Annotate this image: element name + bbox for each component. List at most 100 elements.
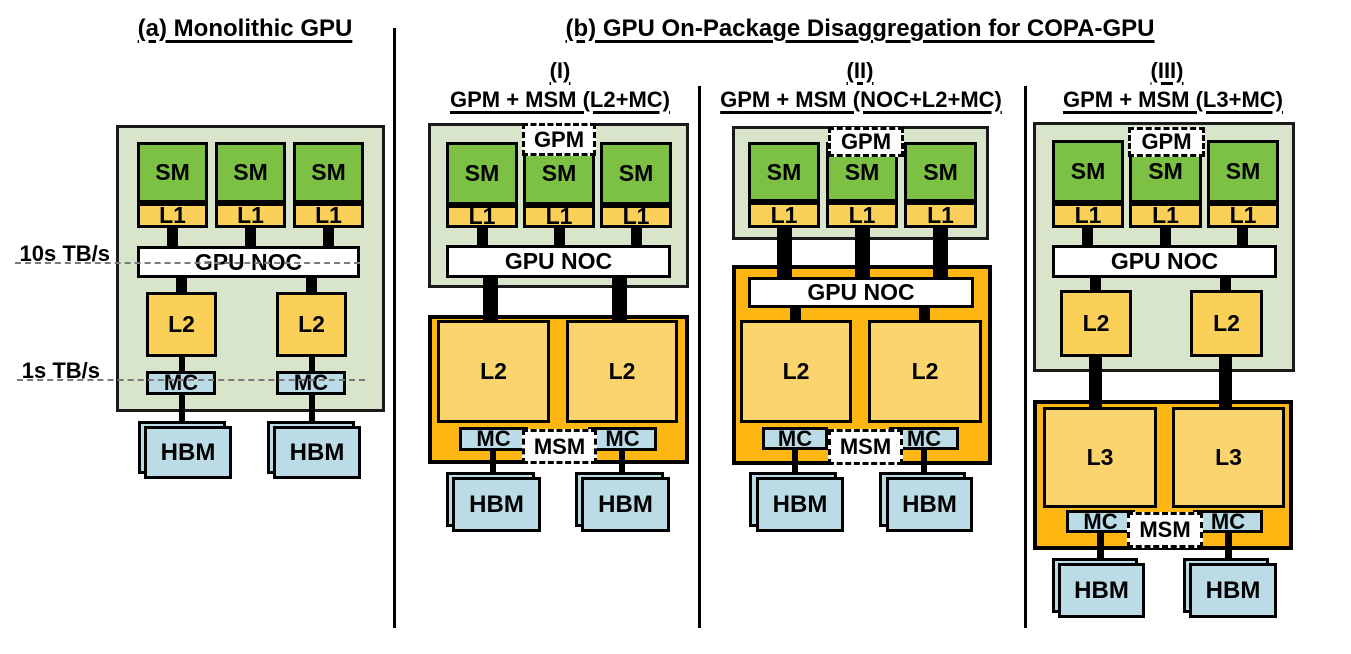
connector [245,228,256,246]
connector [1089,357,1102,407]
l1-cache-box: L1 [215,203,286,228]
mc-box: MC [1193,510,1263,533]
connector [554,228,565,245]
variant-1-numeral: (I) [549,58,571,83]
connector [323,228,334,246]
msm-tag: MSM [1127,512,1203,548]
connector [631,228,642,245]
l1-cache-box: L1 [523,205,595,228]
variant-2-numeral: (II) [846,58,874,83]
sm-box: SM [600,142,672,205]
connector [1219,357,1232,407]
divider-2-3 [1024,86,1027,628]
hbm-chip: HBM [756,477,844,532]
noc-bandwidth-label: 10s TB/s [19,241,111,266]
sm-box: SM [215,142,286,203]
msm-tag: MSM [522,429,597,464]
l2-cache-box: L2 [1190,290,1263,357]
connector [1160,228,1171,245]
mc-box: MC [762,427,828,450]
sm-box: SM [1052,140,1124,203]
connector [933,228,948,277]
variant-3-title: GPM + MSM (L3+MC) [1062,87,1283,112]
connector [1220,278,1231,290]
sm-box: SM [1207,140,1279,203]
mc-box: MC [146,371,216,395]
msm-tag: MSM [828,429,903,465]
connector [1237,228,1248,245]
divider-a-b [393,28,396,628]
l1-cache-box: L1 [1207,203,1279,228]
connector [309,357,315,371]
l3-cache-box: L3 [1043,407,1157,508]
connector [306,278,317,292]
l1-cache-box: L1 [137,203,208,228]
mc-box: MC [588,427,657,451]
connector [176,278,187,292]
gpm-tag: GPM [1128,127,1205,157]
connector [919,308,930,320]
gpm-tag: GPM [522,123,596,156]
l1-cache-box: L1 [293,203,364,228]
connector [855,228,870,277]
hbm-chip: HBM [452,477,541,532]
connector [490,451,496,477]
l1-cache-box: L1 [446,205,518,228]
hbm-chip: HBM [1189,563,1277,618]
sm-box: SM [293,142,364,203]
variant-1-title: GPM + MSM (L2+MC) [449,87,670,112]
gpu-noc-box: GPU NOC [1052,245,1277,278]
connector [1225,533,1232,563]
variant-2-title: GPM + MSM (NOC+L2+MC) [720,87,1002,112]
hbm-chip: HBM [144,426,232,479]
l1-cache-box: L1 [1052,203,1124,228]
connector [612,278,627,320]
panel-b-title: (b) GPU On-Package Disaggregation for CO… [565,15,1155,42]
connector [619,451,625,477]
l2-cache-box: L2 [437,320,550,423]
hbm-chip: HBM [581,477,670,532]
gpu-noc-box: GPU NOC [748,277,974,308]
divider-1-2 [698,86,701,628]
mc-box: MC [276,371,346,395]
connector [167,228,178,246]
l2-cache-box: L2 [276,292,347,357]
connector [483,278,498,320]
sm-box: SM [748,142,820,202]
sm-box: SM [137,142,208,203]
l2-cache-box: L2 [146,292,217,357]
hbm-chip: HBM [273,426,361,479]
gpm-tag: GPM [828,127,904,157]
mem-bandwidth-label: 1s TB/s [21,358,100,383]
l1-cache-box: L1 [904,202,977,228]
connector [179,357,185,371]
mc-box: MC [1066,510,1135,533]
connector [477,228,488,245]
connector [309,395,315,426]
l3-cache-box: L3 [1172,407,1285,508]
l2-cache-box: L2 [1060,290,1132,357]
gpu-noc-box: GPU NOC [446,245,671,278]
connector [1082,228,1093,245]
l2-cache-box: L2 [740,320,852,423]
connector [790,308,801,320]
sm-box: SM [446,142,518,205]
l1-cache-box: L1 [600,205,672,228]
mem-bandwidth-line [17,379,365,381]
mc-box: MC [459,427,528,451]
l2-cache-box: L2 [868,320,982,423]
mc-box: MC [889,427,959,450]
hbm-chip: HBM [886,477,973,532]
noc-bandwidth-line [15,262,360,264]
sm-box: SM [904,142,977,202]
l1-cache-box: L1 [826,202,898,228]
hbm-chip: HBM [1058,563,1145,618]
connector [1097,533,1104,563]
l2-cache-box: L2 [566,320,678,423]
panel-a-title: (a) Monolithic GPU [137,15,353,42]
l1-cache-box: L1 [1129,203,1202,228]
connector [792,450,798,477]
connector [179,395,185,426]
connector [921,450,927,477]
